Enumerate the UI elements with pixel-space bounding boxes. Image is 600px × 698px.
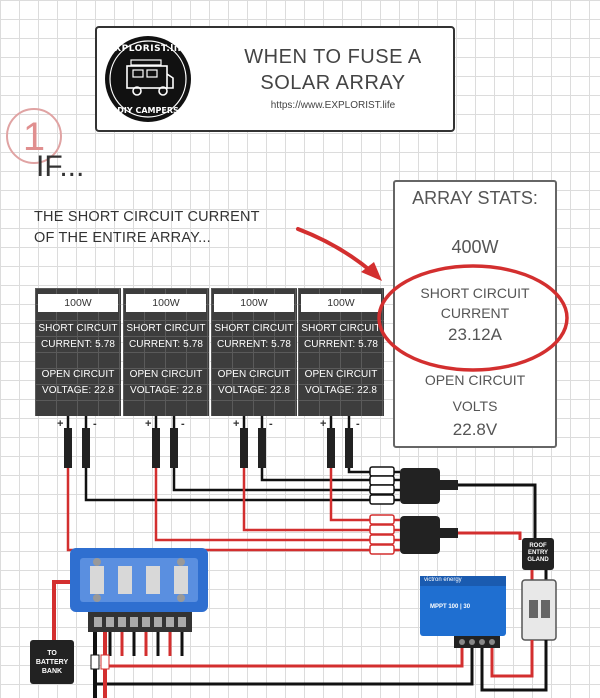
- fuse-block: [70, 548, 208, 612]
- panel-watt-label: 100W: [126, 294, 206, 312]
- solar-panel-2: 100W SHORT CIRCUIT CURRENT: 5.78 OPEN CI…: [123, 288, 209, 416]
- panel-oc-line-2: VOLTAGE: 22.8: [217, 385, 291, 396]
- main-positive-run: [458, 531, 522, 540]
- stats-oc-value: 22.8V: [452, 420, 498, 439]
- solar-panel-4: 100W SHORT CIRCUIT CURRENT: 5.78 OPEN CI…: [298, 288, 384, 416]
- title-card: EXPLORIST.life DIY CAMPERS WHEN TO FUSE …: [95, 26, 455, 132]
- panel-watt-label: 100W: [301, 294, 381, 312]
- panel-sc-line-1: SHORT CIRCUIT: [38, 323, 118, 334]
- panel-sc-line-2: CURRENT: 5.78: [40, 339, 116, 350]
- panel-oc-line-2: VOLTAGE: 22.8: [41, 385, 115, 396]
- panel-watt-label: 100W: [38, 294, 118, 312]
- panel-1-minus-label: -: [93, 418, 97, 430]
- battery-line-2: BATTERY: [35, 659, 69, 666]
- roof-gland-label: ROOF ENTRY GLAND: [522, 543, 554, 564]
- stats-heading: ARRAY STATS:: [412, 188, 538, 208]
- description: THE SHORT CIRCUIT CURRENT OF THE ENTIRE …: [34, 207, 260, 249]
- stats-sc-line-2: CURRENT: [440, 305, 510, 321]
- panel-sc-line-2: CURRENT: 5.78: [128, 339, 204, 350]
- title-line-2: SOLAR ARRAY: [260, 72, 406, 94]
- panel-3-plus-label: +: [233, 418, 240, 430]
- panel-2-minus-label: -: [181, 418, 185, 430]
- panel-oc-line-2: VOLTAGE: 22.8: [129, 385, 203, 396]
- mc4-connectors: [64, 428, 353, 468]
- panel-oc-line-2: VOLTAGE: 22.8: [304, 385, 378, 396]
- stats-oc-line-1: OPEN CIRCUIT: [424, 372, 526, 388]
- panel-watt-label: 100W: [214, 294, 294, 312]
- panel-2-plus-label: +: [145, 418, 152, 430]
- dc-breaker: [521, 579, 557, 641]
- negative-wires: [84, 468, 400, 502]
- controller-model: MPPT 100 | 30: [430, 604, 471, 610]
- panel-sc-line-2: CURRENT: 5.78: [303, 339, 379, 350]
- branch-combiner-negative: [400, 468, 458, 504]
- roof-gland-line-3: GLAND: [527, 557, 549, 563]
- panel-4-minus-label: -: [356, 418, 360, 430]
- panel-3-minus-label: -: [269, 418, 273, 430]
- battery-line-3: BANK: [41, 668, 63, 675]
- title-url: https://www.EXPLORIST.life: [270, 100, 396, 111]
- panel-connector-drops: [66, 416, 351, 445]
- output-stubs: [108, 632, 184, 656]
- explorist-logo: EXPLORIST.life DIY CAMPERS: [105, 36, 191, 122]
- panel-sc-line-2: CURRENT: 5.78: [216, 339, 292, 350]
- roof-gland-line-1: ROOF: [529, 543, 547, 549]
- battery-lead-red: [52, 580, 70, 640]
- description-line-1: THE SHORT CIRCUIT CURRENT: [34, 209, 260, 225]
- controller-brand: victron energy: [424, 577, 462, 583]
- inline-fuses-black: [369, 466, 395, 505]
- panel-4-plus-label: +: [320, 418, 327, 430]
- stats-sc-line-1: SHORT CIRCUIT: [420, 285, 530, 301]
- panel-sc-line-1: SHORT CIRCUIT: [214, 323, 294, 334]
- battery-box: [30, 640, 74, 684]
- page-title: WHEN TO FUSE A SOLAR ARRAY: [217, 44, 449, 96]
- van-icon: [109, 40, 187, 118]
- logo-bottom-text: DIY CAMPERS: [117, 106, 179, 115]
- highlight-ellipse: [377, 264, 569, 372]
- logo-top-text: EXPLORIST.life: [107, 44, 189, 54]
- inline-fuses: [369, 514, 395, 555]
- charge-controller: [420, 576, 506, 648]
- array-stats-box: ARRAY STATS: 400W SHORT CIRCUIT CURRENT …: [393, 180, 557, 448]
- panel-oc-line-1: OPEN CIRCUIT: [304, 369, 378, 380]
- panel-oc-line-1: OPEN CIRCUIT: [129, 369, 203, 380]
- pointer-arrow: [296, 227, 382, 281]
- step-number: 1: [6, 108, 62, 164]
- main-negative-run: [458, 483, 537, 540]
- panel-oc-line-1: OPEN CIRCUIT: [217, 369, 291, 380]
- negative-busbar: [88, 612, 192, 632]
- panel-oc-line-1: OPEN CIRCUIT: [41, 369, 115, 380]
- solar-panel-3: 100W SHORT CIRCUIT CURRENT: 5.78 OPEN CI…: [211, 288, 297, 416]
- title-line-1: WHEN TO FUSE A: [244, 46, 422, 68]
- branch-combiner-positive: [400, 516, 458, 554]
- battery-line-1: TO: [47, 650, 57, 657]
- panel-sc-line-1: SHORT CIRCUIT: [126, 323, 206, 334]
- roof-entry-gland: [522, 538, 554, 570]
- solar-panel-1: 100W SHORT CIRCUIT CURRENT: 5.78 OPEN CI…: [35, 288, 121, 416]
- battery-label: TO BATTERY BANK: [30, 649, 74, 676]
- panel-sc-line-1: SHORT CIRCUIT: [301, 323, 381, 334]
- roof-gland-line-2: ENTRY: [527, 550, 549, 556]
- description-line-2: OF THE ENTIRE ARRAY...: [34, 230, 211, 246]
- step-prefix: IF...: [36, 150, 85, 183]
- panel-1-plus-label: +: [57, 418, 64, 430]
- stats-sc-value: 23.12A: [448, 325, 502, 344]
- stats-wattage: 400W: [451, 237, 499, 257]
- stats-oc-line-2: VOLTS: [452, 398, 498, 414]
